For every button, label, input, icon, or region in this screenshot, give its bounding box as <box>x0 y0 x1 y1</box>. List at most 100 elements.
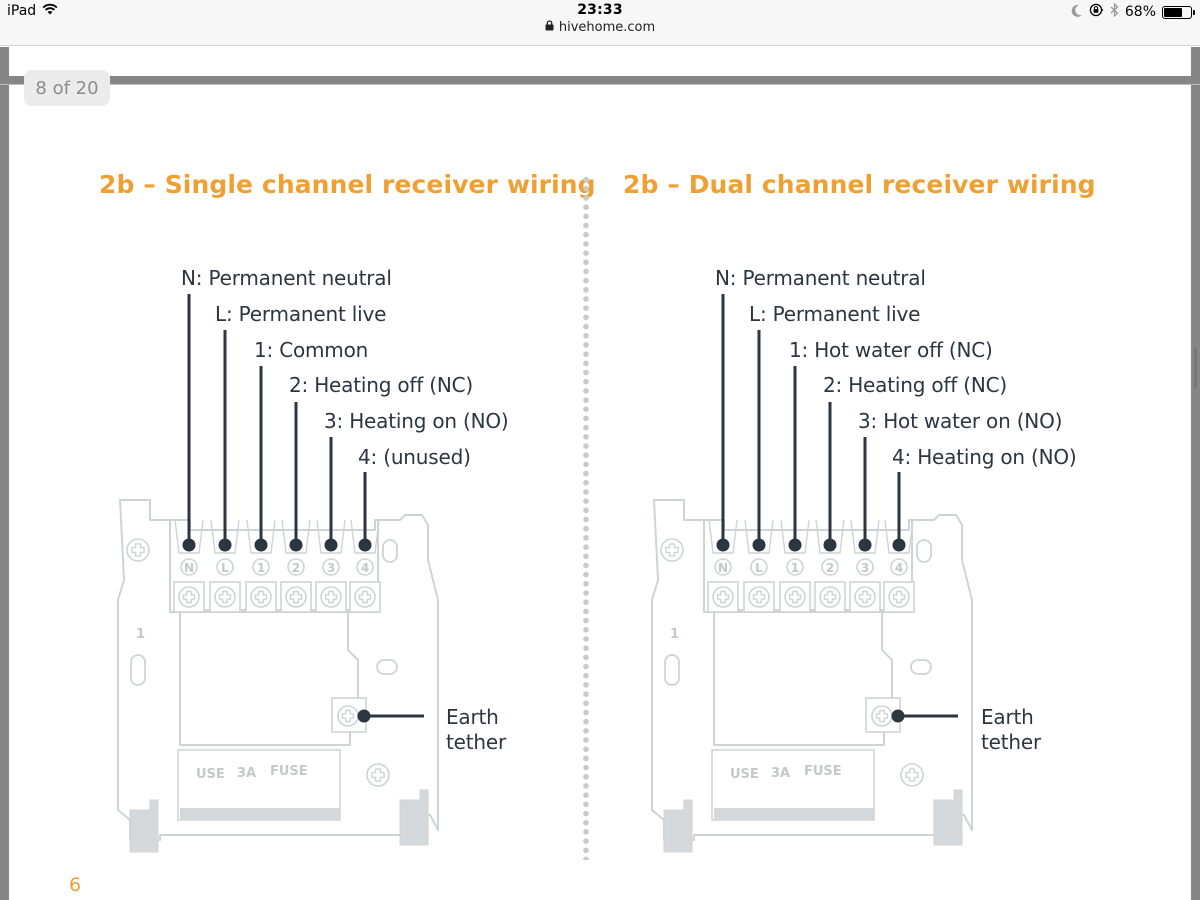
left-fuse-use-text: USE <box>196 767 225 782</box>
right-terminal-screw-1-cross <box>788 590 802 604</box>
wifi-icon <box>42 3 58 19</box>
viewer-left-edge <box>0 47 9 900</box>
dotted-divider <box>583 175 589 860</box>
left-terminal-screw-N <box>178 586 200 608</box>
right-terminal-screw-1 <box>784 586 806 608</box>
right-terminal-slot-L <box>744 519 774 554</box>
right-terminal-slot-1 <box>780 519 810 554</box>
battery-percent: 68% <box>1124 4 1156 20</box>
right-terminal-label-4: 4: Heating on (NO) <box>892 445 1077 469</box>
left-terminal-slot-N <box>174 519 204 554</box>
right-slot-right <box>910 659 932 675</box>
left-terminal-label-l: L: Permanent live <box>215 302 387 326</box>
right-earth-screw-cross <box>875 709 889 723</box>
right-wire-dot-L <box>752 538 766 552</box>
viewer-right-edge <box>1191 47 1200 900</box>
left-terminal-id-circle-1 <box>252 558 270 576</box>
left-terminal-id-4: 4 <box>361 561 369 575</box>
right-wire-dot-N <box>716 538 730 552</box>
right-terminal-screw-3 <box>854 586 876 608</box>
rotation-lock-icon <box>1089 3 1104 21</box>
left-terminal-screw-1 <box>250 586 272 608</box>
scrollbar-thumb[interactable] <box>1194 347 1197 389</box>
right-screw-bottom-right-cross <box>905 768 919 782</box>
right-terminal-screw-L-cross <box>752 590 766 604</box>
left-plate-outline <box>117 499 439 841</box>
right-terminal-screw-L <box>748 586 770 608</box>
bluetooth-icon <box>1110 2 1119 21</box>
ios-status-bar: iPad 23:33 hivehome.com 68% <box>0 0 1200 46</box>
right-wire-dot-1 <box>788 538 802 552</box>
left-fuse-word-text: FUSE <box>270 764 308 779</box>
right-terminal-id-circle-L <box>750 558 768 576</box>
right-terminal-id-2: 2 <box>826 561 834 575</box>
left-terminal-screw-3 <box>320 586 342 608</box>
right-earth-label-line2: tether <box>981 730 1041 754</box>
right-fuse-use-text: USE <box>730 767 759 782</box>
right-terminal-slot-4 <box>884 519 914 554</box>
left-terminal-id-circle-4 <box>356 558 374 576</box>
right-terminal-screw-N-cross <box>716 590 730 604</box>
left-section-title: 2b – Single channel receiver wiring <box>99 170 596 199</box>
right-terminal-label-2: 2: Heating off (NC) <box>823 373 1007 397</box>
left-terminal-label-2: 2: Heating off (NC) <box>289 373 473 397</box>
moon-icon <box>1071 4 1083 21</box>
left-terminal-slot-L <box>210 519 240 554</box>
pdf-viewer[interactable] <box>0 47 1200 900</box>
left-foot-left <box>129 799 159 853</box>
right-terminal-id-circle-1 <box>786 558 804 576</box>
left-terminal-screw-4-cross <box>358 590 372 604</box>
right-terminal-screw-3-cross <box>858 590 872 604</box>
right-screw-top-left <box>660 538 684 562</box>
left-earth-screw-cross <box>341 709 355 723</box>
url-text: hivehome.com <box>558 20 656 35</box>
right-terminal-label-3: 3: Hot water on (NO) <box>858 409 1063 433</box>
left-terminal-id-N: N <box>184 561 194 575</box>
left-fuse-bar <box>180 808 340 820</box>
status-center: 23:33 hivehome.com <box>0 2 1200 35</box>
left-terminal-screw-2 <box>285 586 307 608</box>
right-terminal-screw-4-cross <box>892 590 906 604</box>
left-terminal-slot-3 <box>316 519 346 554</box>
right-fuse-bar <box>714 808 874 820</box>
right-foot-left <box>663 799 693 853</box>
right-terminal-id-circle-3 <box>856 558 874 576</box>
left-terminal-screw-1-cross <box>254 590 268 604</box>
left-terminal-id-circle-N <box>180 558 198 576</box>
right-terminal-id-L: L <box>755 561 763 575</box>
left-wire-dot-4 <box>358 538 372 552</box>
device-name: iPad <box>7 3 37 19</box>
left-terminal-slot-4 <box>350 519 380 554</box>
left-terminal-slot-1 <box>246 519 276 554</box>
left-earth-label-line2: tether <box>446 730 506 754</box>
right-terminal-id-1: 1 <box>791 561 799 575</box>
left-terminal-screw-L-cross <box>218 590 232 604</box>
right-terminal-screw-2 <box>819 586 841 608</box>
left-slot-right <box>376 659 398 675</box>
left-slot-left <box>130 654 146 686</box>
left-screw-bottom-right <box>366 763 390 787</box>
right-terminal-slot-2 <box>815 519 845 554</box>
left-terminal-id-L: L <box>221 561 229 575</box>
left-terminal-id-circle-3 <box>322 558 340 576</box>
left-terminal-label-4: 4: (unused) <box>358 445 471 469</box>
left-wire-dot-L <box>218 538 232 552</box>
status-right: 68% <box>1071 2 1195 21</box>
address-bar[interactable]: hivehome.com <box>0 20 1200 35</box>
left-screw-bottom-right-cross <box>371 768 385 782</box>
status-left: iPad <box>7 3 58 19</box>
right-terminal-id-N: N <box>718 561 728 575</box>
left-fuse-amp-text: 3A <box>237 766 256 781</box>
left-terminal-id-circle-2 <box>287 558 305 576</box>
right-screw-bottom-right <box>900 763 924 787</box>
right-fuse-word-text: FUSE <box>804 764 842 779</box>
left-wire-dot-1 <box>254 538 268 552</box>
right-terminal-label-n: N: Permanent neutral <box>715 266 926 290</box>
right-fuse-amp-text: 3A <box>771 766 790 781</box>
right-screw-top-left-cross <box>665 543 679 557</box>
right-foot-right <box>933 789 963 846</box>
page-counter-badge: 8 of 20 <box>24 70 110 106</box>
page-separator-line <box>0 84 1200 85</box>
right-terminal-screw-N <box>712 586 734 608</box>
